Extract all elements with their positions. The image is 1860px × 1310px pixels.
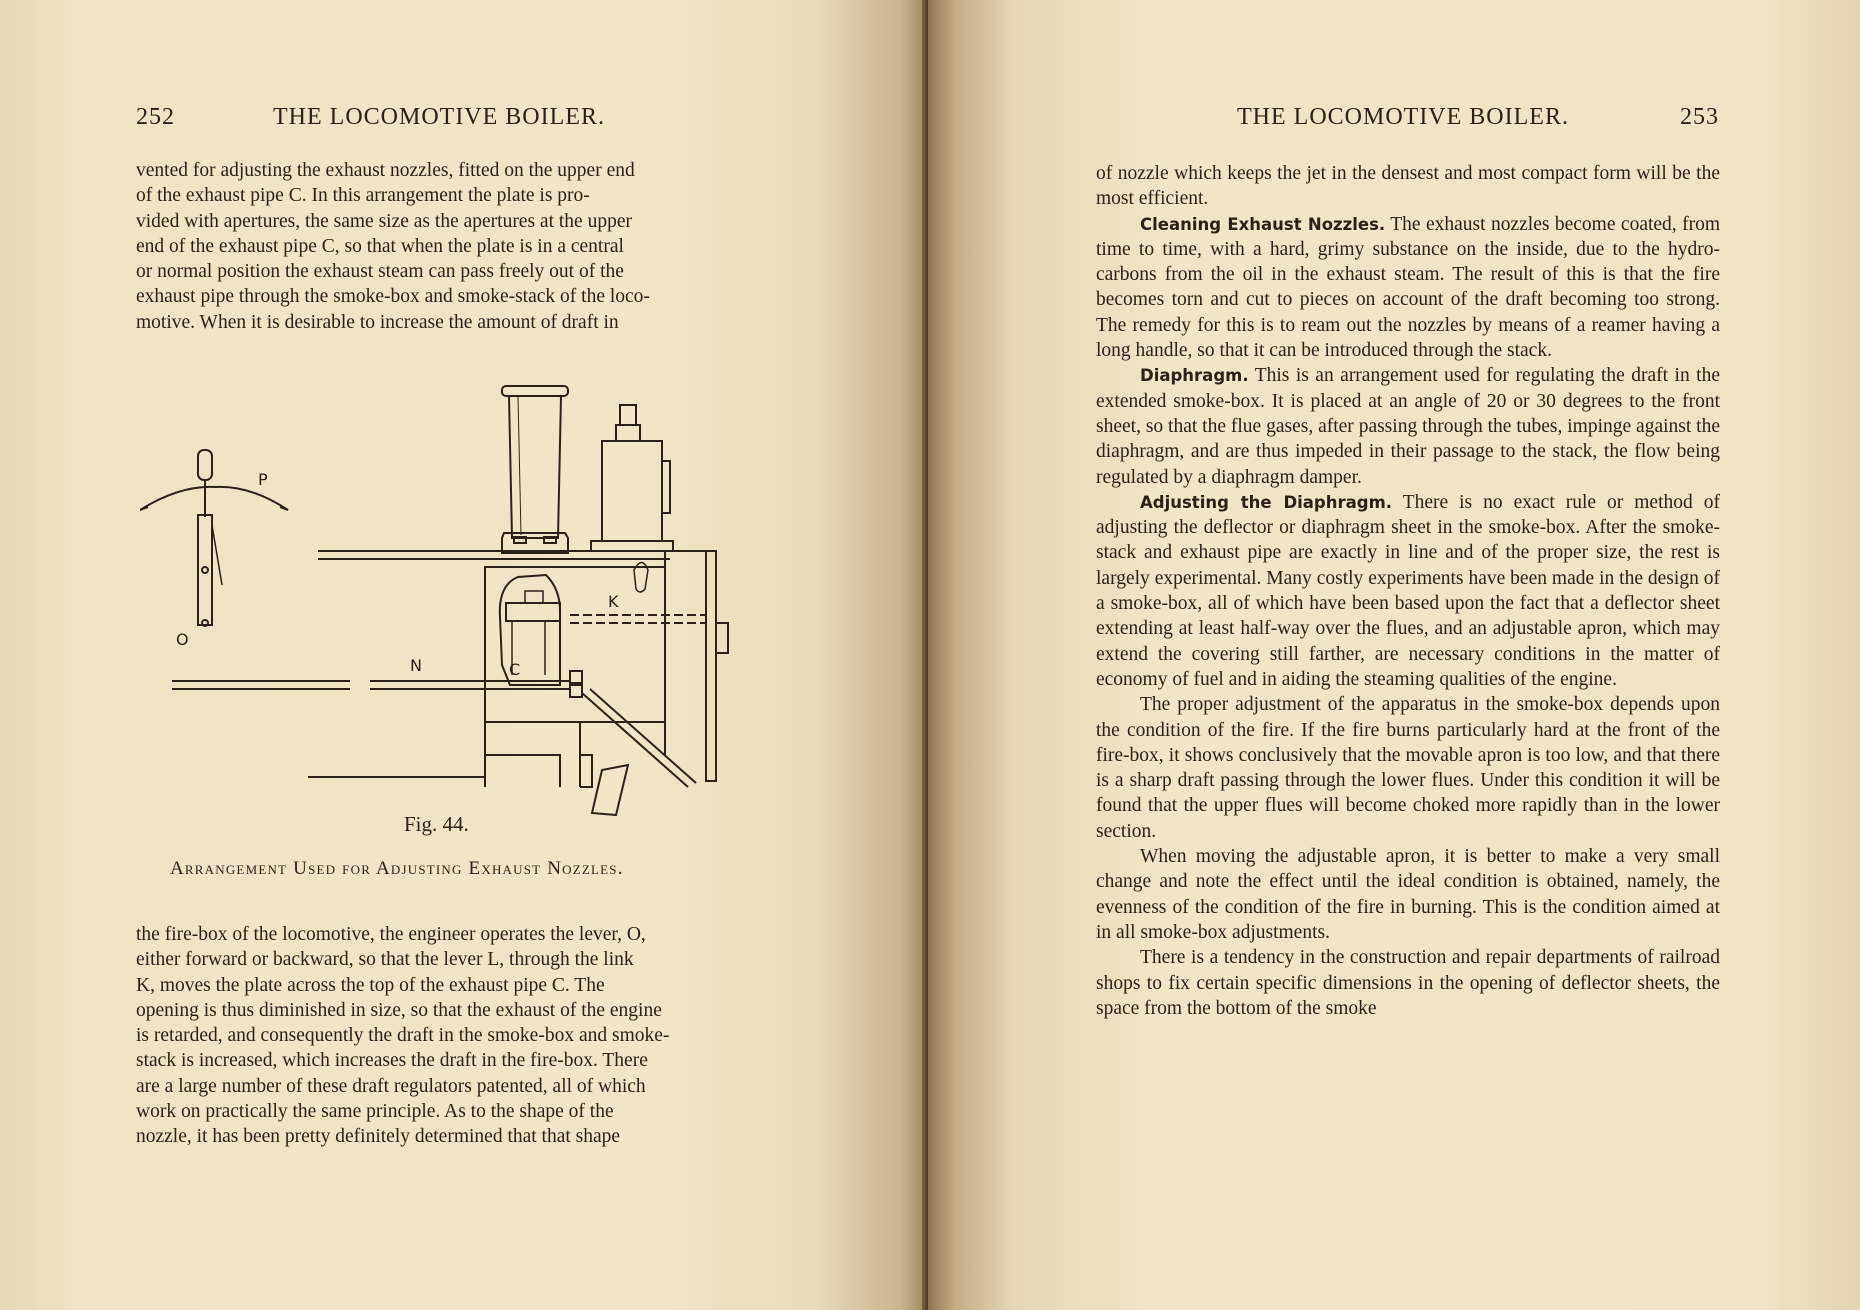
text-line: stack is increased, which increases the … (136, 1050, 648, 1072)
text-line: K, moves the plate across the top of the… (136, 974, 605, 996)
text-line: motive. When it is desirable to increase… (136, 311, 619, 333)
right-text: of nozzle which keeps the jet in the den… (1096, 161, 1720, 1021)
text-line: exhaust pipe through the smoke-box and s… (136, 286, 650, 308)
valve-top (619, 404, 637, 426)
left-text-bottom: the fire-box of the locomotive, the engi… (136, 922, 756, 1150)
stack-base (501, 532, 569, 554)
paragraph-heading: Adjusting the Diaphragm. (1140, 492, 1393, 512)
right-running-head: THE LOCOMOTIVE BOILER. (1237, 104, 1569, 130)
text-line: either forward or backward, so that the … (136, 949, 634, 971)
paragraph: Diaphragm. This is an arrangement used f… (1096, 363, 1720, 489)
figure-caption: Arrangement Used for Adjusting Exhaust N… (170, 858, 624, 879)
left-page: 252 THE LOCOMOTIVE BOILER. vented for ad… (0, 0, 928, 1310)
exhaust-nozzle-diagram: P O N K C (140, 385, 729, 817)
left-running-head: THE LOCOMOTIVE BOILER. (273, 104, 605, 130)
text-line: the fire-box of the locomotive, the engi… (136, 924, 646, 945)
text-line: is retarded, and consequently the draft … (136, 1025, 670, 1047)
paragraph-body: There is no exact rule or method of adju… (1096, 491, 1720, 690)
damper (590, 763, 630, 817)
diaphragm-plate (581, 692, 689, 788)
paragraph-body: The exhaust nozzles become coated, from … (1096, 213, 1720, 362)
right-page-number: 253 (1680, 104, 1719, 130)
lever-o (197, 514, 213, 626)
paragraph-heading: Cleaning Exhaust Nozzles. (1140, 214, 1386, 234)
label-p: P (258, 470, 268, 489)
text-line: of the exhaust pipe C. In this arrangeme… (136, 185, 590, 207)
valve-housing (601, 440, 663, 542)
smoke-stack (508, 395, 562, 539)
label-k: K (608, 592, 619, 611)
text-line: or normal position the exhaust steam can… (136, 261, 624, 283)
paragraph-heading: Diaphragm. (1140, 366, 1249, 386)
paragraph: Cleaning Exhaust Nozzles. The exhaust no… (1096, 212, 1720, 364)
paragraph: There is a tendency in the construction … (1096, 947, 1720, 1019)
quadrant (140, 485, 289, 511)
paragraph-body: This is an arrangement used for regulati… (1096, 365, 1720, 488)
paragraph: When moving the adjustable apron, it is … (1096, 846, 1720, 943)
left-page-number: 252 (136, 104, 175, 130)
text-line: opening is thus diminished in size, so t… (136, 999, 662, 1021)
label-n: N (410, 656, 422, 675)
figure-number: Fig. 44. (404, 812, 469, 836)
text-line: are a large number of these draft regula… (136, 1075, 646, 1097)
text-line: nozzle, it has been pretty definitely de… (136, 1126, 621, 1148)
stack-cap (501, 385, 569, 397)
text-line: vented for adjusting the exhaust nozzles… (136, 160, 635, 181)
right-page: THE LOCOMOTIVE BOILER. 253 of nozzle whi… (928, 0, 1860, 1310)
text-line: vided with apertures, the same size as t… (136, 210, 632, 232)
lever-handle (197, 449, 213, 481)
text-line: end of the exhaust pipe C, so that when … (136, 235, 624, 257)
paragraph: of nozzle which keeps the jet in the den… (1096, 163, 1720, 210)
label-o: O (176, 630, 189, 649)
paragraph: The proper adjustment of the apparatus i… (1096, 694, 1720, 842)
text-line: work on practically the same principle. … (136, 1101, 614, 1123)
paragraph: Adjusting the Diaphragm. There is no exa… (1096, 490, 1720, 692)
label-c: C (509, 660, 520, 679)
left-text-top: vented for adjusting the exhaust nozzles… (136, 158, 756, 335)
